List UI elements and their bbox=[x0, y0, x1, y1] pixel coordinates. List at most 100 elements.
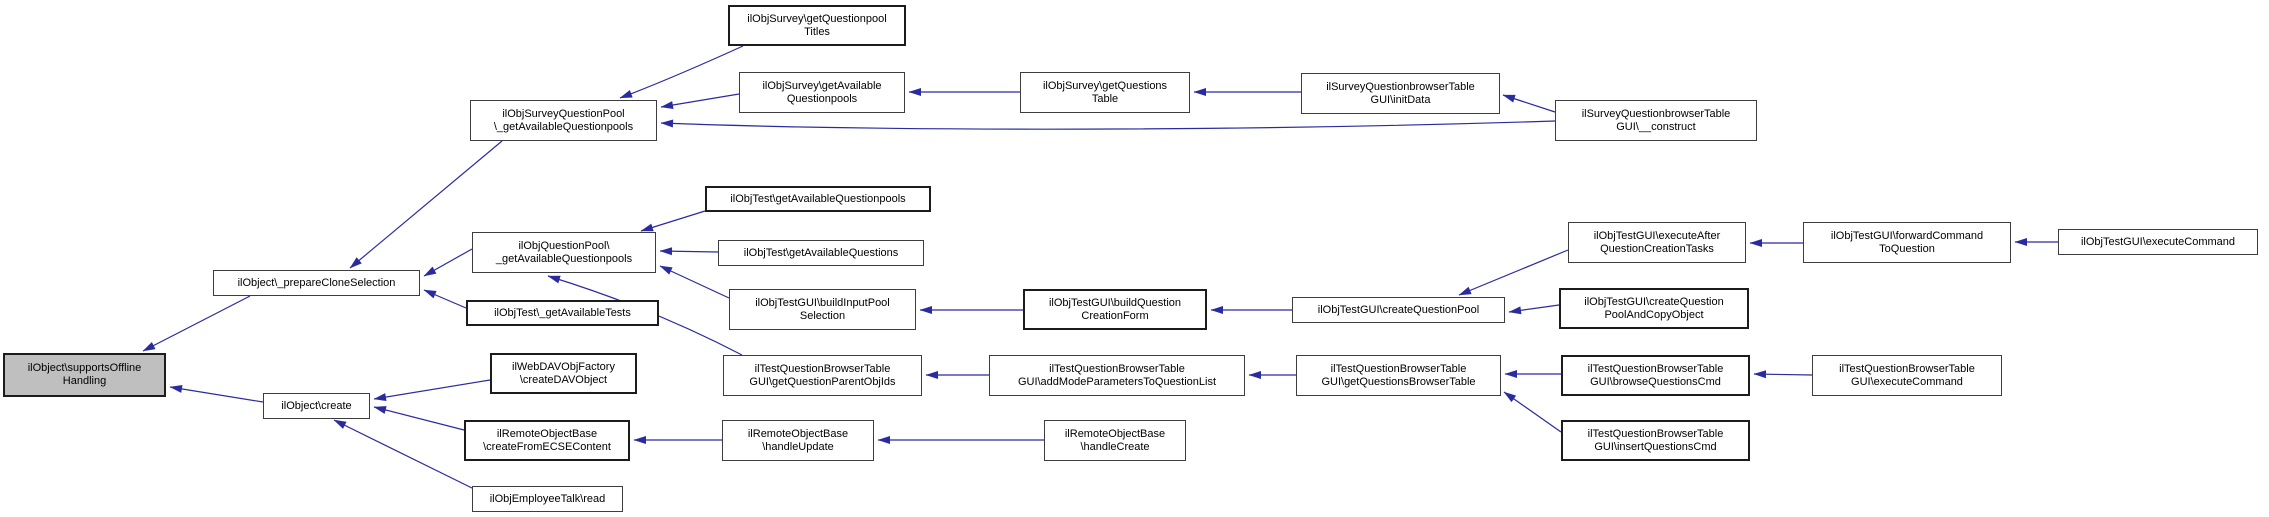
graph-node-label: CreationForm bbox=[1081, 309, 1149, 322]
graph-node-label: ilObjSurvey\getAvailable bbox=[762, 79, 882, 92]
edge-object-create-supports-offline-handling bbox=[169, 384, 264, 403]
graph-node-label: ilObjTest\getAvailableQuestionpools bbox=[730, 192, 906, 205]
graph-node-label: ilObjTest\getAvailableQuestions bbox=[743, 246, 899, 259]
graph-node-label: \createFromECSEContent bbox=[483, 440, 611, 453]
graph-node-label: ilObjQuestionPool\ bbox=[518, 239, 610, 252]
graph-node-handle-create[interactable]: ilRemoteObjectBase\handleCreate bbox=[1044, 420, 1186, 461]
graph-node-label: ilObjEmployeeTalk\read bbox=[489, 492, 606, 505]
graph-node-label: Table bbox=[1091, 92, 1119, 105]
graph-node-label: GUI\getQuestionsBrowserTable bbox=[1321, 375, 1476, 388]
graph-node-test-get-available-questionpools[interactable]: ilObjTest\getAvailableQuestionpools bbox=[705, 186, 931, 212]
edge-execute-after-question-creation-tasks-create-question-pool bbox=[1458, 249, 1569, 296]
graph-node-label: ilObjTestGUI\executeAfter bbox=[1593, 229, 1721, 242]
graph-node-label: Questionpools bbox=[786, 92, 858, 105]
graph-node-survey-pool-get-available-questionpools[interactable]: ilObjSurveyQuestionPool\_getAvailableQue… bbox=[470, 100, 657, 141]
graph-node-label: ilObjTest\_getAvailableTests bbox=[494, 306, 631, 319]
graph-node-label: GUI\getQuestionParentObjIds bbox=[749, 375, 896, 388]
graph-node-label: Titles bbox=[804, 25, 830, 38]
graph-node-object-create[interactable]: ilObject\create bbox=[263, 393, 370, 419]
graph-node-label: \handleCreate bbox=[1080, 440, 1150, 453]
edge-build-input-pool-selection-qp-get-available-questionpools bbox=[659, 265, 730, 299]
graph-node-label: ilObjTestGUI\buildInputPool bbox=[755, 296, 890, 309]
edge-test-get-available-tests-prepare-clone-selection bbox=[423, 289, 467, 309]
graph-node-label: ilObject\create bbox=[281, 399, 352, 412]
graph-node-label: GUI\initData bbox=[1370, 93, 1431, 106]
graph-node-label: ilSurveyQuestionbrowserTable bbox=[1581, 107, 1731, 120]
graph-node-label: QuestionCreationTasks bbox=[1600, 242, 1714, 255]
graph-node-label: GUI\__construct bbox=[1616, 120, 1696, 133]
graph-node-label: Handling bbox=[62, 375, 107, 387]
graph-node-test-get-available-tests[interactable]: ilObjTest\_getAvailableTests bbox=[466, 300, 659, 326]
graph-node-label: _getAvailableQuestionpools bbox=[495, 252, 633, 265]
edge-test-get-available-questionpools-qp-get-available-questionpools bbox=[640, 210, 706, 232]
graph-node-label: ilTestQuestionBrowserTable bbox=[1839, 362, 1975, 375]
graph-node-label: ilTestQuestionBrowserTable bbox=[1330, 362, 1467, 375]
graph-node-handle-update[interactable]: ilRemoteObjectBase\handleUpdate bbox=[722, 420, 874, 461]
graph-node-test-gui-execute-command[interactable]: ilObjTestGUI\executeCommand bbox=[2058, 229, 2258, 255]
graph-node-label: Selection bbox=[799, 309, 846, 322]
edge-qb-table-execute-command-browse-questions-cmd bbox=[1753, 370, 1813, 379]
graph-node-create-question-pool[interactable]: ilObjTestGUI\createQuestionPool bbox=[1292, 297, 1505, 323]
graph-node-label: GUI\addModeParametersToQuestionList bbox=[1017, 375, 1217, 388]
edge-test-get-available-questions-qp-get-available-questionpools bbox=[659, 247, 719, 256]
edge-insert-questions-cmd-get-questions-browser-table bbox=[1503, 391, 1562, 433]
graph-node-label: ilTestQuestionBrowserTable bbox=[1049, 362, 1185, 375]
graph-node-create-dav-object[interactable]: ilWebDAVObjFactory\createDAVObject bbox=[490, 353, 637, 394]
graph-node-label: ToQuestion bbox=[1879, 242, 1935, 255]
graph-node-label: ilSurveyQuestionbrowserTable bbox=[1326, 80, 1475, 93]
graph-node-label: ilObjSurvey\getQuestions bbox=[1042, 79, 1168, 92]
graph-node-label: GUI\insertQuestionsCmd bbox=[1594, 440, 1717, 453]
graph-node-label: ilRemoteObjectBase bbox=[747, 427, 849, 440]
edge-get-questionpool-titles-survey-pool-get-available-questionpools bbox=[619, 45, 744, 99]
graph-node-label: ilObjSurvey\getQuestionpool bbox=[747, 12, 887, 25]
graph-node-label: GUI\executeCommand bbox=[1851, 375, 1963, 388]
graph-node-label: \createDAVObject bbox=[519, 373, 608, 386]
edge-create-from-ecse-content-object-create bbox=[373, 406, 465, 431]
graph-node-create-from-ecse-content[interactable]: ilRemoteObjectBase\createFromECSEContent bbox=[464, 420, 630, 461]
graph-node-label: \_getAvailableQuestionpools bbox=[493, 120, 634, 133]
graph-node-label: ilObjSurveyQuestionPool bbox=[502, 107, 625, 120]
graph-node-label: ilObjTestGUI\forwardCommand bbox=[1830, 229, 1984, 242]
graph-node-prepare-clone-selection[interactable]: ilObject\_prepareCloneSelection bbox=[213, 270, 420, 296]
edge-survey-qb-table-construct-survey-pool-get-available-questionpools bbox=[660, 119, 1556, 130]
graph-node-label: ilRemoteObjectBase bbox=[496, 427, 598, 440]
edge-create-dav-object-object-create bbox=[373, 379, 491, 402]
graph-node-label: ilTestQuestionBrowserTable bbox=[754, 362, 891, 375]
graph-node-test-get-available-questions[interactable]: ilObjTest\getAvailableQuestions bbox=[718, 240, 924, 266]
graph-node-label: ilTestQuestionBrowserTable bbox=[1587, 362, 1724, 375]
edge-create-question-pool-and-copy-object-create-question-pool bbox=[1508, 304, 1560, 315]
edge-prepare-clone-selection-supports-offline-handling bbox=[142, 295, 251, 352]
graph-node-label: ilWebDAVObjFactory bbox=[512, 360, 615, 373]
graph-node-label: \handleUpdate bbox=[762, 440, 834, 453]
graph-node-qp-get-available-questionpools[interactable]: ilObjQuestionPool\_getAvailableQuestionp… bbox=[472, 232, 656, 273]
graph-node-employee-talk-read[interactable]: ilObjEmployeeTalk\read bbox=[472, 486, 623, 512]
graph-node-label: ilTestQuestionBrowserTable bbox=[1587, 427, 1724, 440]
edge-survey-get-available-questionpools-survey-pool-get-available-questionpools bbox=[660, 93, 740, 109]
edge-employee-talk-read-object-create bbox=[333, 419, 475, 490]
edge-survey-pool-get-available-questionpools-prepare-clone-selection bbox=[349, 140, 503, 269]
graph-node-label: ilRemoteObjectBase bbox=[1064, 427, 1166, 440]
graph-node-label: PoolAndCopyObject bbox=[1604, 308, 1704, 321]
graph-node-label: ilObject\_prepareCloneSelection bbox=[237, 276, 396, 289]
graph-node-label: ilObjTestGUI\buildQuestion bbox=[1048, 296, 1182, 309]
graph-node-label: GUI\browseQuestionsCmd bbox=[1590, 375, 1721, 388]
